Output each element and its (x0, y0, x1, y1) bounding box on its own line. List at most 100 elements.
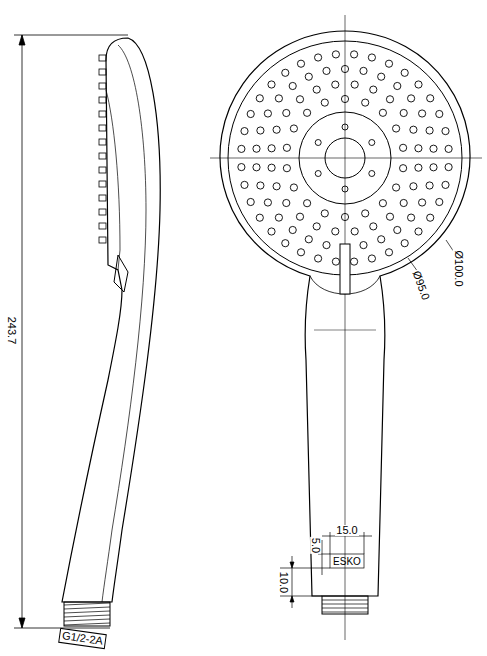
nozzle (332, 81, 339, 88)
nozzle (360, 242, 367, 249)
thread-line (64, 607, 110, 609)
nozzle (385, 60, 392, 67)
nozzle (321, 99, 328, 106)
nozzle (341, 213, 348, 220)
nozzle (370, 223, 377, 230)
nozzle (297, 60, 304, 67)
nozzle (268, 145, 275, 152)
thread-line (64, 611, 110, 613)
dimension-text: Ø100.0 (453, 249, 464, 287)
thread-line (322, 604, 368, 605)
nozzle (238, 145, 245, 152)
nozzle (394, 226, 401, 233)
nozzle (400, 165, 407, 172)
nozzle (362, 210, 369, 217)
nozzle (415, 164, 422, 171)
nozzle (264, 110, 271, 117)
nozzle (368, 255, 375, 262)
nozzle (273, 126, 280, 133)
nozzle (247, 110, 254, 117)
nozzle (297, 249, 304, 256)
nozzle-tip (99, 125, 106, 131)
nozzle (408, 95, 415, 102)
nozzle (419, 110, 426, 117)
nozzle (410, 126, 417, 133)
nozzle (321, 210, 328, 217)
nozzle (394, 82, 401, 89)
nozzle (313, 223, 320, 230)
thread-line (322, 608, 368, 609)
nozzle (341, 65, 348, 72)
nozzle-tip (99, 223, 106, 229)
dimension-text-holder: 243.7 (7, 315, 18, 345)
logo-text-holder: ESKO (332, 556, 362, 567)
nozzle (283, 165, 290, 172)
nozzle (369, 171, 375, 177)
side-view (62, 38, 160, 626)
nozzle (436, 198, 443, 205)
nozzle (342, 186, 348, 192)
nozzle (351, 228, 358, 235)
nozzle (369, 140, 375, 146)
nozzle (351, 258, 358, 265)
nozzle-tip (99, 237, 106, 243)
nozzle (415, 145, 422, 152)
nozzle (253, 164, 260, 171)
thread-line (64, 603, 110, 605)
nozzle (241, 181, 248, 188)
nozzle (282, 240, 289, 247)
nozzle (283, 144, 290, 151)
dimension-text: 15.0 (335, 525, 358, 536)
nozzle-holes (238, 51, 452, 265)
nozzle (400, 144, 407, 151)
nozzle (426, 127, 433, 134)
dimension-text: 243.7 (7, 315, 18, 345)
nozzle (323, 242, 330, 249)
nozzle (289, 82, 296, 89)
nozzle-tip (99, 97, 106, 103)
nozzle (290, 125, 297, 132)
dimension-text: Ø95.0 (410, 268, 431, 302)
dimension-text: 5.0 (310, 536, 321, 553)
thread-line (322, 600, 368, 601)
nozzle (430, 145, 437, 152)
nozzle (290, 184, 297, 191)
nozzle (385, 249, 392, 256)
nozzle (415, 81, 422, 88)
nozzle (296, 96, 303, 103)
nozzle (305, 236, 312, 243)
nozzle (410, 183, 417, 190)
nozzle (289, 226, 296, 233)
nozzle (332, 258, 339, 265)
thread-spec-holder: G1/2-2A (58, 627, 107, 648)
thread-line (322, 612, 368, 613)
nozzle (275, 95, 282, 102)
nozzle (378, 73, 385, 80)
nozzle (362, 99, 369, 106)
nozzle (268, 228, 275, 235)
nozzle (256, 214, 263, 221)
nozzle-tip (99, 55, 106, 61)
nozzle-tip (99, 167, 106, 173)
nozzle (273, 183, 280, 190)
nozzle (351, 51, 358, 58)
nozzle (315, 54, 322, 61)
nozzle (315, 171, 321, 177)
nozzle (323, 67, 330, 74)
nozzle (268, 81, 275, 88)
nozzle (315, 255, 322, 262)
nozzle (253, 145, 260, 152)
thread-line (64, 619, 110, 621)
nozzle (257, 127, 264, 134)
nozzle (283, 109, 290, 116)
nozzle (268, 164, 275, 171)
nozzle (370, 86, 377, 93)
nozzle (379, 200, 386, 207)
nozzle (393, 125, 400, 132)
nozzle (304, 109, 311, 116)
nozzle (360, 67, 367, 74)
nozzle (238, 164, 245, 171)
nozzle-tip (99, 209, 106, 215)
nozzle (426, 182, 433, 189)
